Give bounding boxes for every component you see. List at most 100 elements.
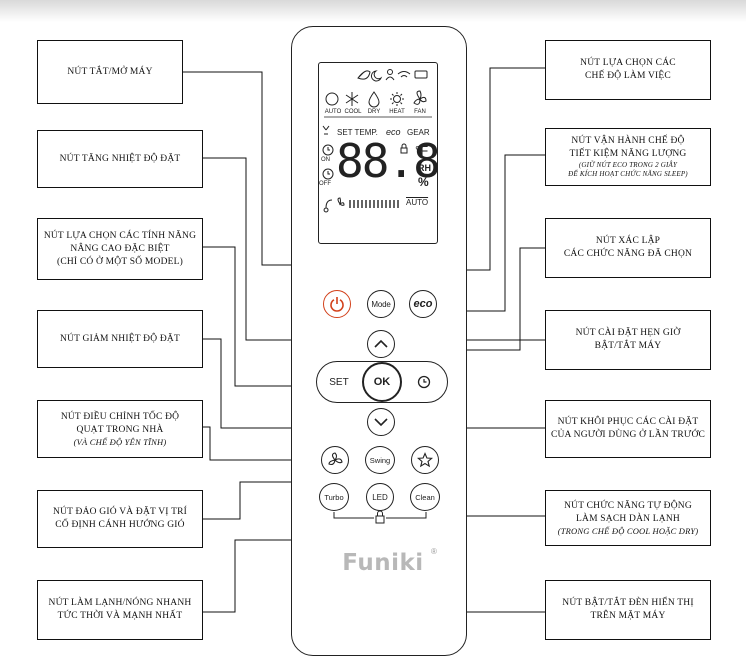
battery-icon bbox=[414, 70, 428, 79]
callout-advanced: NÚT LỰA CHỌN CÁC TÍNH NĂNG NÂNG CAO ĐẶC … bbox=[37, 218, 203, 280]
callout-power: NÚT TẮT/MỞ MÁY bbox=[37, 40, 183, 104]
lcd-mode-cool: COOL bbox=[344, 109, 362, 115]
mode-button[interactable]: Mode bbox=[367, 290, 395, 318]
top-gradient bbox=[0, 0, 746, 22]
set-button-label: SET bbox=[329, 376, 349, 388]
clean-button-label: Clean bbox=[415, 492, 435, 502]
callout-eco-note2: ĐỂ KÍCH HOẠT CHỨC NĂNG SLEEP) bbox=[568, 170, 688, 178]
lcd-mode-dry: DRY bbox=[367, 109, 381, 115]
callout-fan-speed: NÚT ĐIỀU CHỈNH TỐC ĐỘ QUẠT TRONG NHÀ (VÀ… bbox=[37, 400, 203, 458]
fan-speed-icon bbox=[337, 197, 345, 206]
lcd-mode-heat: HEAT bbox=[389, 109, 405, 115]
lcd-screen bbox=[318, 62, 438, 244]
temp-down-button[interactable] bbox=[367, 408, 395, 436]
fan-mode-icon bbox=[413, 90, 427, 105]
favorite-button[interactable] bbox=[411, 446, 439, 474]
callout-timer-line1: NÚT CÀI ĐẶT HẸN GIỜ bbox=[575, 328, 681, 338]
callout-ok: NÚT XÁC LẬP CÁC CHỨC NĂNG ĐÃ CHỌN bbox=[545, 218, 711, 278]
callout-mode-line1: NÚT LỰA CHỌN CÁC bbox=[580, 58, 676, 68]
callout-eco-line2: TIẾT KIỆM NĂNG LƯỢNG bbox=[569, 149, 687, 159]
power-icon bbox=[330, 297, 344, 312]
callout-eco: NÚT VẬN HÀNH CHẾ ĐỘ TIẾT KIỆM NĂNG LƯỢNG… bbox=[545, 128, 711, 186]
callout-fan-speed-note: (VÀ CHẾ ĐỘ YÊN TĨNH) bbox=[73, 436, 167, 447]
callout-favorite-line1: NÚT KHÔI PHỤC CÁC CÀI ĐẶT bbox=[557, 417, 699, 427]
sleep-icon bbox=[370, 70, 383, 82]
ok-button-label: OK bbox=[373, 376, 391, 388]
callout-swing-line1: NÚT ĐẢO GIÓ VÀ ĐẶT VỊ TRÍ bbox=[53, 507, 187, 517]
line-advanced bbox=[203, 246, 318, 387]
callout-clean-line1: NÚT CHỨC NĂNG TỰ ĐỘNG bbox=[564, 500, 692, 511]
lcd-unit-f: °F bbox=[415, 143, 429, 158]
callout-eco-line1: NÚT VẬN HÀNH CHẾ ĐỘ bbox=[571, 136, 685, 146]
cool-mode-icon bbox=[345, 92, 359, 106]
timer-button[interactable] bbox=[407, 366, 441, 398]
lcd-fan-auto: AUTO bbox=[406, 198, 429, 207]
lock-combo-indicator bbox=[333, 510, 427, 524]
led-button-label: LED bbox=[372, 492, 388, 502]
swing-button[interactable]: Swing bbox=[365, 446, 395, 474]
star-icon bbox=[417, 452, 433, 468]
callout-power-line1: NÚT TẮT/MỞ MÁY bbox=[67, 66, 153, 77]
lock-icon bbox=[400, 147, 408, 154]
callout-temp-down: NÚT GIẢM NHIỆT ĐỘ ĐẶT bbox=[37, 310, 203, 368]
eco-button[interactable]: eco bbox=[409, 290, 437, 318]
ok-button[interactable]: OK bbox=[362, 362, 402, 402]
wifi-icon bbox=[397, 71, 411, 78]
padlock-icon bbox=[375, 515, 385, 524]
callout-clean-note: (TRONG CHẾ ĐỘ COOL HOẶC DRY) bbox=[557, 525, 699, 536]
clock-on-icon bbox=[322, 144, 334, 156]
person-icon bbox=[387, 69, 393, 75]
swing-button-label: Swing bbox=[369, 455, 391, 465]
callout-mode-line2: CHẾ ĐỘ LÀM VIỆC bbox=[585, 71, 671, 81]
lcd-mode-auto: AUTO bbox=[324, 109, 342, 115]
wind-icon bbox=[322, 125, 330, 135]
lcd-icons bbox=[322, 69, 432, 213]
turbo-button[interactable]: Turbo bbox=[319, 483, 349, 511]
fan-speed-bars bbox=[349, 200, 399, 208]
chevron-up-icon bbox=[374, 339, 388, 348]
dry-mode-icon bbox=[368, 91, 380, 108]
callout-fan-speed-line2: QUẠT TRONG NHÀ bbox=[76, 424, 164, 435]
lcd-eco: eco bbox=[386, 127, 401, 137]
lcd-off: OFF bbox=[319, 181, 331, 187]
temp-up-button[interactable] bbox=[367, 330, 395, 358]
set-button[interactable]: SET bbox=[319, 364, 359, 400]
callout-turbo-line1: NÚT LÀM LẠNH/NÓNG NHANH bbox=[48, 598, 192, 608]
clock-off-icon bbox=[322, 168, 334, 180]
brand-logo: Funiki bbox=[342, 550, 424, 576]
led-button[interactable]: LED bbox=[366, 483, 394, 511]
callout-temp-down-line1: NÚT GIẢM NHIỆT ĐỘ ĐẶT bbox=[60, 333, 180, 344]
registered-mark: ® bbox=[431, 547, 437, 556]
callout-turbo-line2: TỨC THỜI VÀ MẠNH NHẤT bbox=[57, 611, 183, 621]
callout-favorite: NÚT KHÔI PHỤC CÁC CÀI ĐẶT CỦA NGƯỜI DÙNG… bbox=[545, 400, 711, 458]
mode-button-label: Mode bbox=[371, 299, 391, 309]
callout-ok-line2: CÁC CHỨC NĂNG ĐÃ CHỌN bbox=[563, 249, 693, 259]
clock-icon bbox=[417, 375, 431, 389]
lcd-mode-fan: FAN bbox=[414, 109, 426, 115]
lcd-percent: % bbox=[418, 175, 429, 189]
callout-timer-line2: BẬT/TẮT MÁY bbox=[594, 341, 662, 351]
lcd-gear: GEAR bbox=[407, 128, 430, 137]
heat-mode-icon bbox=[393, 95, 401, 103]
callout-clean: NÚT CHỨC NĂNG TỰ ĐỘNG LÀM SẠCH DÀN LẠNH … bbox=[545, 490, 711, 546]
auto-mode-icon bbox=[325, 92, 339, 106]
callout-ok-line1: NÚT XÁC LẬP bbox=[595, 236, 661, 246]
clean-button[interactable]: Clean bbox=[410, 483, 440, 511]
callout-clean-line2: LÀM SẠCH DÀN LẠNH bbox=[576, 513, 680, 524]
fan-speed-button[interactable] bbox=[321, 446, 349, 474]
lcd-on: ON bbox=[321, 157, 330, 163]
callout-mode: NÚT LỰA CHỌN CÁC CHẾ ĐỘ LÀM VIỆC bbox=[545, 40, 711, 100]
callout-temp-up: NÚT TĂNG NHIỆT ĐỘ ĐẶT bbox=[37, 130, 203, 188]
lcd-rh: RH bbox=[418, 163, 431, 173]
callout-advanced-line3: (CHỈ CÓ Ở MỘT SỐ MODEL) bbox=[56, 256, 184, 267]
line-fan-speed bbox=[203, 426, 320, 461]
chevron-down-icon bbox=[374, 418, 388, 427]
callout-led-line1: NÚT BẬT/TẮT ĐÈN HIỂN THỊ bbox=[562, 598, 694, 608]
leaf-icon bbox=[357, 70, 371, 80]
callout-advanced-line2: NÂNG CAO ĐẶC BIỆT bbox=[70, 243, 170, 254]
callout-swing: NÚT ĐẢO GIÓ VÀ ĐẶT VỊ TRÍ CỐ ĐỊNH CÁNH H… bbox=[37, 490, 203, 548]
callout-swing-line2: CỐ ĐỊNH CÁNH HƯỚNG GIÓ bbox=[55, 520, 185, 530]
turbo-button-label: Turbo bbox=[324, 492, 344, 502]
power-button[interactable] bbox=[323, 290, 351, 318]
callout-fan-speed-line1: NÚT ĐIỀU CHỈNH TỐC ĐỘ bbox=[60, 411, 180, 422]
